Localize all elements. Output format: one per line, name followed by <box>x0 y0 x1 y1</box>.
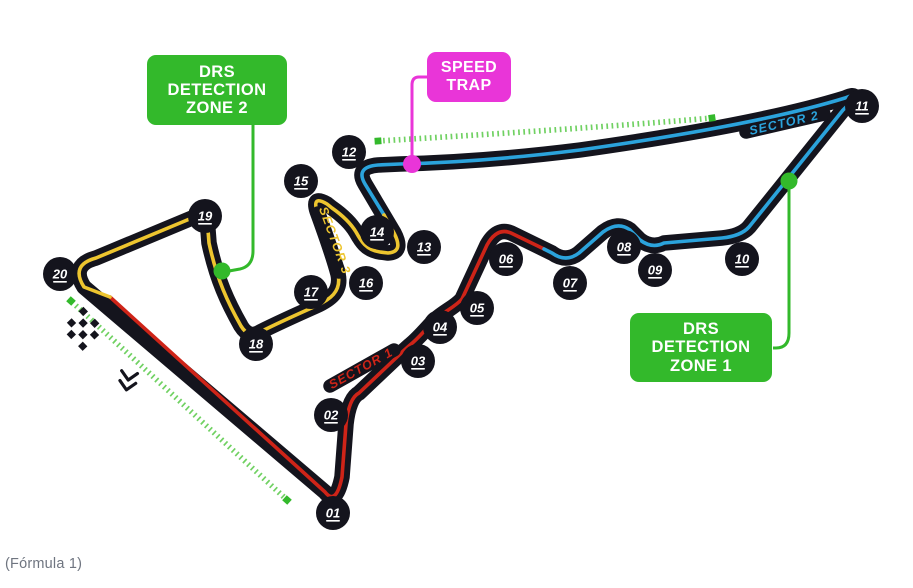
sector-3-label-backing <box>311 206 346 279</box>
turn-marker-03: 03 <box>401 344 435 378</box>
svg-text:06: 06 <box>499 252 514 267</box>
speed-trap-line-1: SPEED <box>440 59 498 77</box>
speed-trap-point <box>403 155 421 173</box>
speed-trap-line-2: TRAP <box>446 77 492 94</box>
drs-dash-start-marker <box>66 296 76 306</box>
turn-marker-06: 06 <box>489 242 523 276</box>
turn-marker-20: 20 <box>43 257 77 291</box>
turn-marker-02: 02 <box>314 398 348 432</box>
drs-detection-point-2 <box>213 262 231 280</box>
sector-1-line <box>108 229 546 499</box>
drs-dash-end-marker-2 <box>708 114 716 122</box>
speed-trap-leader-line <box>410 75 428 157</box>
drs-zone-dashes-main-straight <box>70 299 288 502</box>
turn-marker-13: 13 <box>407 230 441 264</box>
svg-text:03: 03 <box>411 354 426 369</box>
svg-text:04: 04 <box>433 320 448 335</box>
svg-text:13: 13 <box>417 240 432 255</box>
drs-zone-dashes-back-straight <box>377 115 713 144</box>
turn-marker-15: 15 <box>284 164 318 198</box>
drs-detection-zone-2-label: DRS DETECTION ZONE 2 <box>147 55 287 125</box>
svg-text:08: 08 <box>617 240 632 255</box>
drs-zone-2-line-1: DRS <box>198 62 236 81</box>
turn-marker-10: 10 <box>725 242 759 276</box>
drs-detection-zone-1-label: DRS DETECTION ZONE 1 <box>630 313 772 382</box>
turn-marker-14: 14 <box>360 215 394 249</box>
speed-trap-label: SPEED TRAP <box>427 52 511 102</box>
svg-text:16: 16 <box>359 276 374 291</box>
svg-text:15: 15 <box>294 174 309 189</box>
sector-2-label-backing <box>739 107 831 139</box>
checkered-flag <box>66 306 100 351</box>
turn-marker-01: 01 <box>316 496 350 530</box>
svg-text:20: 20 <box>52 267 68 282</box>
svg-text:01: 01 <box>326 506 340 521</box>
drs-zone-1-line-1: DRS <box>682 320 720 339</box>
svg-text:10: 10 <box>735 252 750 267</box>
turn-marker-18: 18 <box>239 327 273 361</box>
drs-zone-1-line-3: ZONE 1 <box>670 356 732 375</box>
svg-text:18: 18 <box>249 337 264 352</box>
turn-marker-04: 04 <box>423 310 457 344</box>
turn-marker-12: 12 <box>332 135 366 169</box>
turn-marker-07: 07 <box>553 266 587 300</box>
svg-text:09: 09 <box>648 263 663 278</box>
drs-zone-1-leader-line <box>773 189 791 350</box>
svg-text:12: 12 <box>342 145 357 160</box>
turn-markers: 01 02 03 04 05 06 07 08 09 10 11 12 13 14 15 16 17 18 19 20 <box>43 89 879 530</box>
drs-zone-2-line-2: DETECTION <box>167 80 267 99</box>
drs-dash-end-marker <box>282 495 292 505</box>
svg-text:17: 17 <box>304 285 319 300</box>
svg-text:19: 19 <box>198 209 213 224</box>
drs-dash-start-marker-2 <box>374 137 382 145</box>
turn-marker-08: 08 <box>607 230 641 264</box>
svg-text:11: 11 <box>855 99 869 114</box>
drs-zone-1-line-2: DETECTION <box>651 338 751 357</box>
drs-detection-point-1 <box>780 172 798 190</box>
turn-marker-09: 09 <box>638 253 672 287</box>
drs-zone-2-line-3: ZONE 2 <box>186 99 248 118</box>
sector-1-label-backing <box>323 343 401 393</box>
svg-text:07: 07 <box>563 276 578 291</box>
image-credit: (Fórmula 1) <box>5 556 83 572</box>
turn-marker-17: 17 <box>294 275 328 309</box>
svg-text:02: 02 <box>324 408 339 423</box>
drs-zone-2-leader-line <box>228 124 255 273</box>
turn-marker-19: 19 <box>188 199 222 233</box>
svg-text:14: 14 <box>370 225 385 240</box>
svg-text:05: 05 <box>470 301 485 316</box>
turn-marker-11: 11 <box>845 89 879 123</box>
turn-marker-05: 05 <box>460 291 494 325</box>
turn-marker-16: 16 <box>349 266 383 300</box>
direction-chevrons <box>118 369 140 392</box>
